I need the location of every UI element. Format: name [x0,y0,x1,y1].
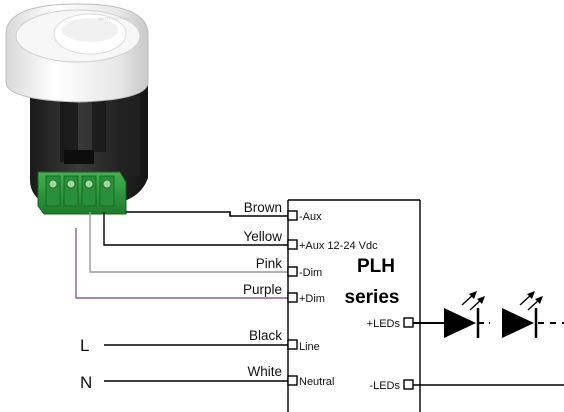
mains-line-label: L [80,336,89,355]
terminal-label-neutral: Neutral [299,376,334,388]
terminal-aux-pos: +Aux 12-24 Vdc [287,239,378,252]
wire-label-pink: Pink [256,256,283,271]
svg-text:WATTSTOPPER: WATTSTOPPER [98,16,128,21]
terminal-label-dim-pos: +Dim [299,293,325,305]
wire-label-purple: Purple [243,282,282,297]
terminal-label-aux-pos: +Aux 12-24 Vdc [299,240,378,252]
wire-purple [75,228,288,299]
terminal-aux-neg: -Aux [287,210,322,223]
mains-neutral-label: N [80,373,92,392]
wire-pink [89,212,288,273]
wire-label-brown: Brown [244,200,282,215]
driver-title-line1: PLH [357,256,395,277]
driver-title-line2: series [345,287,400,308]
terminal-label-leds-pos: +LEDs [367,318,401,330]
terminal-leds-pos: +LEDs [367,317,414,330]
terminal-block [37,171,127,215]
wire-label-white: White [247,364,282,379]
wire-label-black: Black [249,328,282,343]
terminal-label-leds-neg: -LEDs [369,380,400,392]
wire-brown [126,211,288,217]
terminal-line: Line [287,339,320,353]
led-icon [444,291,485,338]
terminal-dim-neg: -Dim [287,266,322,279]
wire-label-yellow: Yellow [243,229,282,244]
terminal-label-aux-neg: -Aux [299,211,322,223]
terminal-leds-neg: -LEDs [369,379,414,392]
wire-yellow [103,212,288,246]
led-icon [502,291,543,338]
sensor-device: WATTSTOPPER [5,3,149,215]
terminal-dim-pos: +Dim [287,292,325,305]
terminal-label-dim-neg: -Dim [299,267,322,279]
terminal-neutral: Neutral [287,375,334,388]
terminal-label-line: Line [299,341,320,353]
